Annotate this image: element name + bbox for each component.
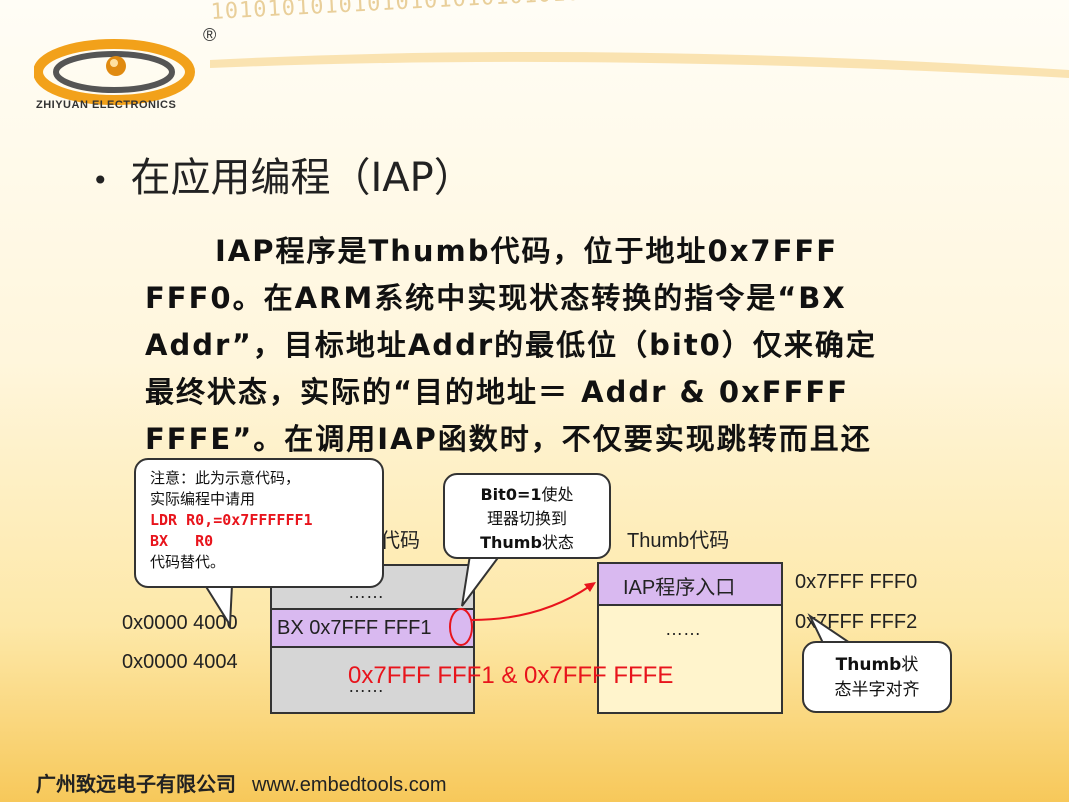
- arm-code-block: [270, 564, 475, 714]
- title-text: 在应用编程（IAP）: [130, 155, 474, 201]
- footer: 广州致远电子有限公司 www.embedtools.com: [36, 768, 447, 797]
- bx-row: [272, 608, 473, 648]
- right-block-label: Thumb代码: [627, 530, 730, 552]
- footer-company: 广州致远电子有限公司: [36, 774, 236, 796]
- paragraph-line: 最终状态，实际的“目的地址＝ Addr & 0xFFFF: [145, 375, 850, 409]
- paragraph-line: FFF0。在ARM系统中实现状态转换的指令是“BX: [145, 281, 847, 315]
- address-4000: 0x0000 4000: [122, 612, 238, 634]
- footer-website[interactable]: www.embedtools.com: [252, 774, 447, 796]
- bit0-line-2: 理器切换到: [486, 509, 567, 528]
- note-code-1: LDR R0,=0x7FFFFFF1: [150, 511, 313, 529]
- registered-mark: ®: [203, 25, 217, 45]
- header-swoosh: [210, 52, 1069, 78]
- note-code-2: BX R0: [150, 532, 214, 550]
- paragraph-line: FFFE”。在调用IAP函数时，不仅要实现跳转而且还: [145, 422, 872, 456]
- note-line-3: 代码替代。: [150, 553, 226, 571]
- left-bottom-ellipsis: ……: [348, 676, 384, 696]
- thumb-code-block: [597, 562, 783, 714]
- bit0-bold: Bit0=1: [480, 485, 542, 504]
- bx-instruction: BX 0x7FFF FFF1: [277, 617, 432, 639]
- align-bold: Thumb: [835, 655, 902, 675]
- bit0-line-3: 状态: [541, 533, 574, 552]
- note-line-2: 实际编程中请用: [150, 490, 256, 508]
- left-block-label: 代码: [380, 530, 420, 552]
- note-callout: 注意：此为示意代码， 实际编程中请用 LDR R0,=0x7FFFFFF1 BX…: [134, 458, 384, 588]
- logo-text: ZHIYUAN ELECTRONICS: [36, 99, 177, 111]
- align-line-1: 状: [901, 655, 919, 675]
- align-line-2: 态半字对齐: [834, 680, 920, 700]
- zhiyuan-logo: [34, 39, 195, 105]
- bit0-callout: Bit0=1使处 理器切换到 Thumb状态: [443, 473, 611, 559]
- bullet-icon: •: [92, 163, 109, 197]
- address-fff0: 0x7FFF FFF0: [795, 571, 918, 593]
- address-4004: 0x0000 4004: [122, 651, 238, 673]
- align-callout: Thumb状 态半字对齐: [802, 641, 952, 713]
- slide-title: • 在应用编程（IAP）: [92, 145, 474, 203]
- bit0-thumb-bold: Thumb: [480, 533, 542, 552]
- bit0-line-1: 使处: [541, 485, 574, 504]
- right-middle-ellipsis: ……: [665, 619, 701, 639]
- iap-entry-row: [599, 564, 781, 606]
- note-line-1: 注意：此为示意代码，: [150, 469, 301, 487]
- iap-entry-label: IAP程序入口: [623, 577, 736, 599]
- paragraph-line: Addr”，目标地址Addr的最低位（bit0）仅来确定: [145, 328, 877, 362]
- paragraph-line: IAP程序是Thumb代码，位于地址0x7FFF: [215, 234, 839, 268]
- address-formula: 0x7FFF FFF1 & 0x7FFF FFFE: [348, 662, 674, 689]
